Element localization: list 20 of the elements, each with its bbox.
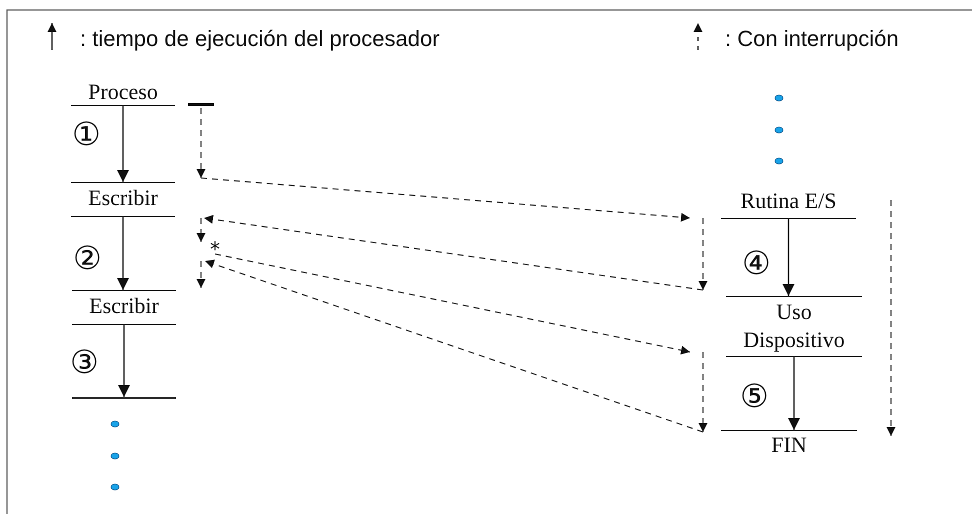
step-label: FIN: [721, 430, 857, 462]
step-label: Uso Dispositivo: [726, 296, 862, 357]
step-label: Escribir: [72, 290, 176, 325]
step-number: ⑤: [740, 378, 769, 414]
step-number: ③: [70, 344, 99, 380]
arrow: [782, 219, 794, 296]
step-number: ④: [742, 245, 771, 281]
arrow: [118, 325, 130, 397]
arrow: [788, 357, 800, 430]
step-number: ①: [72, 116, 101, 152]
step-number: ②: [73, 240, 102, 276]
legend-text: : Con interrupción: [725, 26, 899, 52]
legend-text: : tiempo de ejecución del procesador: [80, 26, 440, 52]
arrow: [117, 106, 129, 182]
step-label: Escribir: [71, 182, 175, 217]
divider-line: [72, 397, 176, 399]
step-label: Proceso: [71, 78, 175, 106]
step-label: Rutina E/S: [721, 187, 856, 219]
arrow: [117, 217, 129, 290]
asterisk-mark: *: [210, 238, 220, 260]
